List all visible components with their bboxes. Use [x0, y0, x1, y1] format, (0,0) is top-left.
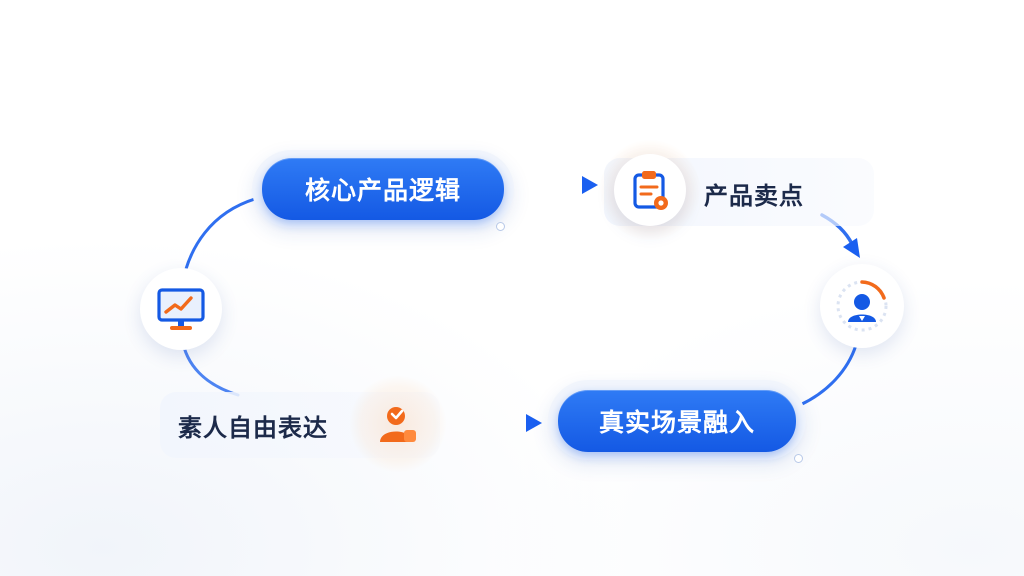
person-avatar-icon	[836, 280, 888, 332]
core-logic-label: 核心产品逻辑	[304, 176, 461, 205]
scenario-pill[interactable]: 真实场景融入	[558, 390, 796, 452]
arrow-bottom-head	[526, 414, 542, 432]
amateur-icon-circle	[364, 390, 432, 458]
monitor-icon-circle	[140, 268, 222, 350]
arrow-top-head	[582, 176, 598, 194]
core-logic-pill[interactable]: 核心产品逻辑	[262, 158, 504, 220]
amateur-user-icon	[380, 407, 416, 442]
amateur-card	[160, 392, 440, 458]
clipboard-icon-circle	[614, 154, 686, 226]
monitor-chart-icon	[157, 288, 205, 330]
scenario-label: 真实场景融入	[598, 408, 755, 437]
clipboard-icon	[633, 171, 668, 210]
core-logic-node-dot	[496, 222, 505, 231]
selling-points-label: 产品卖点	[704, 182, 804, 210]
person-icon-circle	[820, 264, 904, 348]
scenario-node-dot	[794, 454, 803, 463]
connector-right-arc	[798, 343, 858, 407]
amateur-label: 素人自由表达	[178, 414, 328, 442]
arrow-right-diag-head	[843, 238, 860, 258]
